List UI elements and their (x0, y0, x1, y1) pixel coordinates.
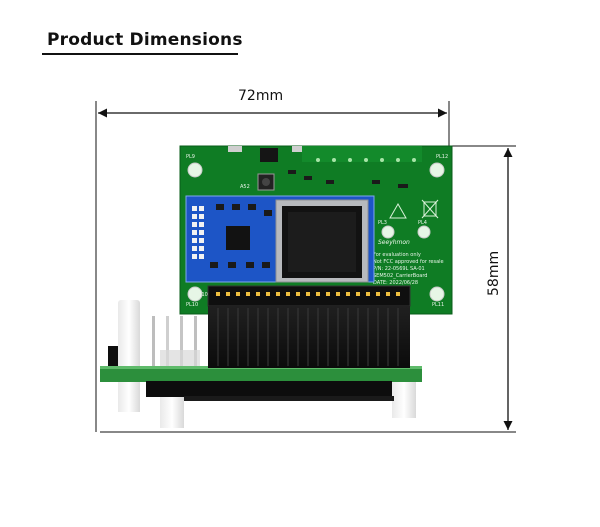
silk-pl12: PL12 (436, 154, 448, 160)
silk-pl10: PL10 (186, 302, 198, 308)
width-dimension-label: 72mm (238, 88, 284, 104)
silk-pl11: PL11 (432, 302, 444, 308)
height-dimension (100, 145, 516, 433)
page-title: Product Dimensions (47, 30, 243, 50)
silk-line3: P/N: 22-0569L SA-01 (373, 266, 425, 272)
silk-brand: Seeyhmon (378, 239, 410, 246)
silk-line2: Not FCC approved for resale (373, 259, 444, 265)
silk-button: A52 (240, 184, 250, 190)
silk-pl3: PL3 (378, 220, 387, 226)
silk-line5: DATE: 2022/06/28 (373, 280, 418, 286)
silk-header: J10 (199, 292, 208, 298)
title-underline (42, 53, 238, 55)
carrier-board (100, 366, 422, 401)
silk-pl4: PL4 (418, 220, 427, 226)
width-dimension (95, 101, 450, 432)
silk-line1: For evaluation only (373, 252, 421, 258)
radio-module (185, 195, 375, 283)
silk-line4: SEM502_CarrierBoard (373, 273, 428, 279)
silk-pl9: PL9 (186, 154, 195, 160)
gpio-header (207, 285, 411, 368)
